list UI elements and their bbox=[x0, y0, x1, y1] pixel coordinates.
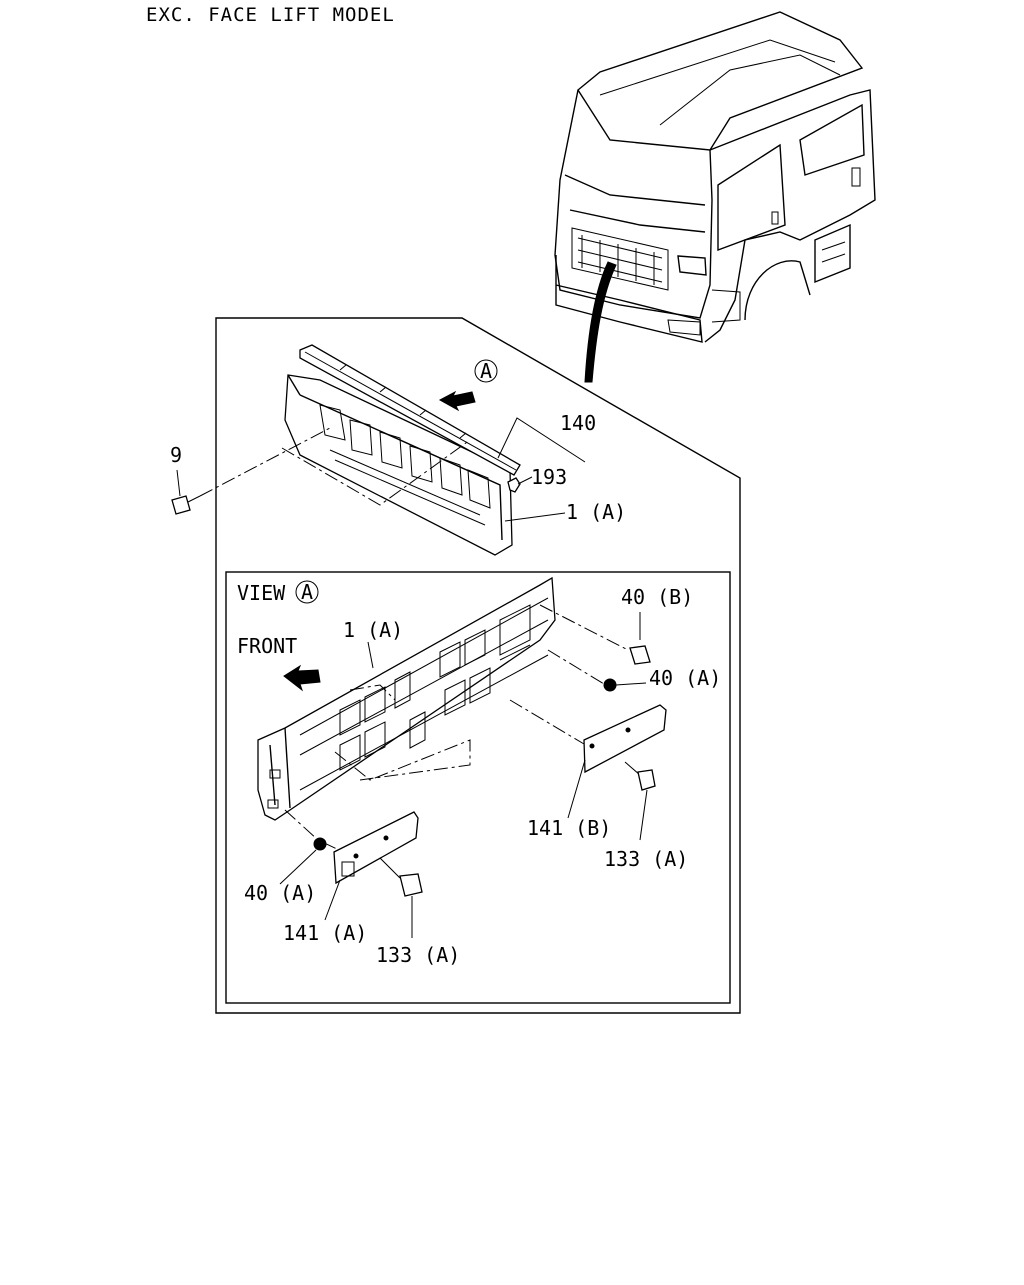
svg-text:133 (A): 133 (A) bbox=[376, 943, 460, 967]
svg-text:1 (A): 1 (A) bbox=[343, 618, 403, 642]
svg-text:141 (B): 141 (B) bbox=[527, 816, 611, 840]
screw-icon bbox=[637, 769, 656, 791]
front-indicator: FRONT bbox=[237, 634, 321, 692]
front-label: FRONT bbox=[237, 634, 297, 658]
view-a-letter: A bbox=[480, 359, 492, 383]
svg-text:9: 9 bbox=[170, 443, 182, 467]
grille-rear-view bbox=[257, 576, 556, 821]
screw-icon bbox=[171, 495, 191, 515]
clip-icon bbox=[629, 645, 651, 665]
callout-133a-right: 133 (A) bbox=[604, 761, 688, 871]
callout-9: 9 bbox=[170, 427, 331, 515]
svg-text:1 (A): 1 (A) bbox=[566, 500, 626, 524]
callout-40a-left: 40 (A) bbox=[244, 809, 361, 905]
leader-curve-to-cab bbox=[584, 261, 617, 383]
view-a-heading: VIEW A bbox=[237, 580, 319, 605]
svg-text:40 (B): 40 (B) bbox=[621, 585, 693, 609]
svg-text:A: A bbox=[301, 580, 313, 604]
outer-frame bbox=[215, 317, 741, 1014]
svg-text:140: 140 bbox=[560, 411, 596, 435]
callout-1a-view: 1 (A) bbox=[343, 618, 403, 669]
callout-1a-upper: 1 (A) bbox=[504, 500, 626, 524]
svg-text:40 (A): 40 (A) bbox=[649, 666, 721, 690]
callout-40a-right: 40 (A) bbox=[547, 649, 721, 692]
front-arrow-icon bbox=[283, 664, 321, 692]
callout-133a-left: 133 (A) bbox=[376, 857, 460, 967]
screw-icon bbox=[399, 873, 423, 897]
view-a-marker-upper: A bbox=[438, 359, 498, 412]
grille-assembly-upper bbox=[281, 344, 521, 556]
bracket-141a: 141 (A) bbox=[283, 811, 419, 945]
nut-icon bbox=[313, 837, 327, 851]
direction-arrow-icon bbox=[438, 390, 476, 412]
nut-icon bbox=[603, 678, 617, 692]
truck-cab-illustration bbox=[554, 11, 876, 343]
callout-193: 193 bbox=[507, 465, 567, 493]
svg-text:193: 193 bbox=[531, 465, 567, 489]
view-label: VIEW bbox=[237, 581, 286, 605]
callout-140: 140 bbox=[497, 411, 596, 463]
svg-text:40 (A): 40 (A) bbox=[244, 881, 316, 905]
bracket-141b: 141 (B) bbox=[509, 699, 667, 840]
svg-text:133 (A): 133 (A) bbox=[604, 847, 688, 871]
view-a-frame bbox=[225, 571, 731, 1004]
callout-40b: 40 (B) bbox=[539, 585, 693, 665]
svg-text:141 (A): 141 (A) bbox=[283, 921, 367, 945]
diagram-title: EXC. FACE LIFT MODEL bbox=[146, 4, 395, 26]
